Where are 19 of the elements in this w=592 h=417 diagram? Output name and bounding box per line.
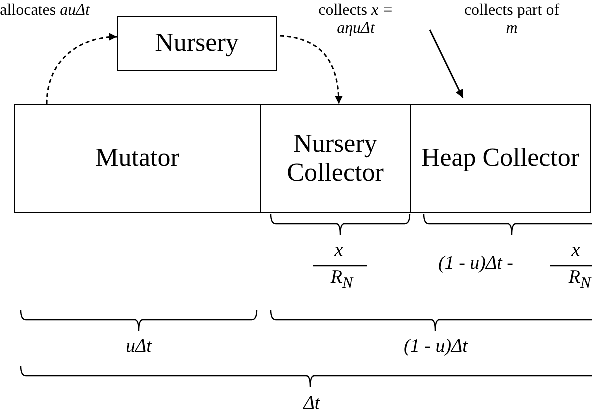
formula-label: (1 - u)Δt - xyxy=(438,254,514,275)
formula-label: R$_{N}$ xyxy=(568,268,592,292)
node-label: Nursery xyxy=(155,29,239,58)
arrow xyxy=(429,30,464,98)
formula-label: R$_{N}$ xyxy=(330,268,354,292)
node-label: Heap Collector xyxy=(421,144,580,173)
formula-label: x xyxy=(572,241,580,262)
formula-label: (1 - u)Δt xyxy=(404,337,468,358)
nursery-box xyxy=(117,16,277,71)
formula-label: x xyxy=(334,241,344,262)
node-label: Mutator xyxy=(96,144,180,173)
dashed-arrow xyxy=(280,35,343,104)
node-label: Nursery Collector xyxy=(286,130,385,188)
dashed-arrow xyxy=(46,33,118,104)
formula-label: Δt xyxy=(304,394,320,415)
mutator-box xyxy=(14,104,261,213)
collector-box xyxy=(410,104,591,213)
collector-box xyxy=(260,104,411,213)
formula-label: uΔt xyxy=(126,337,152,358)
